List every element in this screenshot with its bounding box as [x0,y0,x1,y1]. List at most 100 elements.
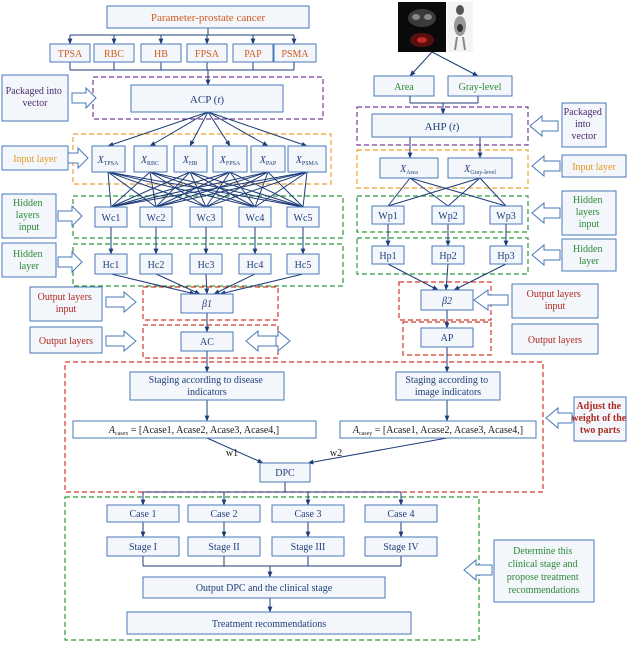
input-layer-label-right: Input layer [572,162,616,173]
ac-box [180,331,234,352]
arrow-adjust [545,406,573,430]
hidden-input-note-left [1,193,57,239]
input-gray-box [447,157,513,179]
output-label-left: Output layers [39,336,93,347]
arrow-output-input-left [105,290,137,314]
param-psma: PSMA [281,49,309,60]
packaged-note-right [561,102,607,148]
adjust-label: Adjust the weight of the two parts [571,401,629,436]
area-box [373,75,435,97]
hidden-layer-label-left: Hidden layer [13,249,45,272]
hidden-layer-note-right [561,238,617,272]
hidden-input-group-right [356,195,529,233]
ahp-label: AHP (t) [425,121,460,133]
stage-iv: Stage IV [383,542,419,553]
wc1: Wc1 [102,213,121,224]
input-area-box [379,157,439,179]
hidden-layer-label-right: Hidden layer [573,244,605,267]
arrow-hidden-layer-right [531,243,561,267]
stage-i: Stage I [129,542,157,553]
formula-right-box [339,420,537,439]
adjust-note [573,396,627,442]
formula-left: Acasex = [Acase1, Acase2, Acase3, Acase4… [108,425,279,437]
arrow-packaged-left [71,86,97,110]
treatment-box [126,611,412,635]
staging-left-box [129,371,285,401]
output-group-left [142,324,279,359]
ac-label: AC [200,337,214,348]
input-rbc: XRBC [140,155,159,167]
hidden-input-note-right [561,190,617,236]
arrow-hidden-input-left [57,204,83,228]
staging-left-label: Staging according to disease indicators [149,375,266,398]
hc3: Hc3 [198,260,215,271]
param-boxes: TPSA RBC HB FPSA PAP PSMA [49,43,317,63]
output-input-group-left [142,286,279,321]
beta1-box [180,293,234,314]
medical-image-thumbnails [398,2,473,52]
case-4: Case 4 [388,509,415,520]
input-layer-note-right [561,154,627,178]
wc4: Wc4 [246,213,265,224]
ahp-box [371,113,513,138]
hc5: Hc5 [295,260,312,271]
hidden-nodes-right: Hp1 Hp2 Hp3 [371,245,523,265]
output-box [142,576,386,599]
stage-boxes: Stage I Stage II Stage III Stage IV [106,536,438,557]
hc1: Hc1 [103,260,120,271]
packaged-label-left: Packaged into vector [6,86,65,109]
gray-level-label: Gray-level [459,82,502,93]
beta2-box [420,289,474,311]
title-text: Parameter-prostate cancer [151,12,266,24]
hidden-input-nodes-left: Wc1 Wc2 Wc3 Wc4 Wc5 [94,206,320,228]
output-input-group-right [398,281,492,321]
output-label: Output DPC and the clinical stage [196,583,333,594]
input-gray-level: XGray-level [463,164,496,176]
acp-box [130,84,284,113]
hp3: Hp3 [497,251,514,262]
arrow-packaged-right [529,114,559,138]
ap-label: AP [441,333,454,344]
stage-ii: Stage II [208,542,239,553]
title-box [106,5,310,29]
determine-note [493,539,595,603]
wp2: Wp2 [438,211,457,222]
staging-right-box [395,371,501,401]
param-hb: HB [154,49,168,60]
hidden-input-nodes-right: Wp1 Wp2 Wp3 [371,205,523,225]
input-area: XArea [399,164,418,176]
output-input-note-left [29,286,103,322]
hc4: Hc4 [247,260,264,271]
arrow-determine [463,558,493,582]
beta2-label: β2 [441,296,452,307]
hp1: Hp1 [379,251,396,262]
hp2: Hp2 [439,251,456,262]
output-note-left [29,326,103,354]
arrow-output-left [105,329,137,353]
wp3: Wp3 [496,211,515,222]
dpc-label: DPC [275,468,295,479]
stage-output-group [64,496,480,641]
ap-box [420,327,474,348]
stage-iii: Stage III [291,542,326,553]
output-note-right [511,323,599,355]
output-input-label-right: Output layers input [527,289,584,312]
formula-left-box [72,420,317,439]
formula-right: Acasey = [Acase1, Acase2, Acase3, Acase4… [352,425,523,437]
input-hb: XHB [182,155,197,167]
param-fpsa: FPSA [195,49,220,60]
case-1: Case 1 [130,509,157,520]
param-rbc: RBC [104,49,124,60]
hidden-nodes-left: Hc1 Hc2 Hc3 Hc4 Hc5 [94,253,320,275]
packaged-label-right: Packaged into vector [564,107,605,142]
acp-label: ACP (t) [190,94,224,106]
input-pap: XPAP [259,155,277,167]
case-2: Case 2 [211,509,238,520]
param-tpsa: TPSA [58,49,83,60]
hidden-input-label-left: Hidden layers input [13,198,45,233]
area-label: Area [394,82,414,93]
beta1-label: β1 [201,299,212,310]
weight-w1: w1 [226,448,238,459]
wc2: Wc2 [147,213,166,224]
